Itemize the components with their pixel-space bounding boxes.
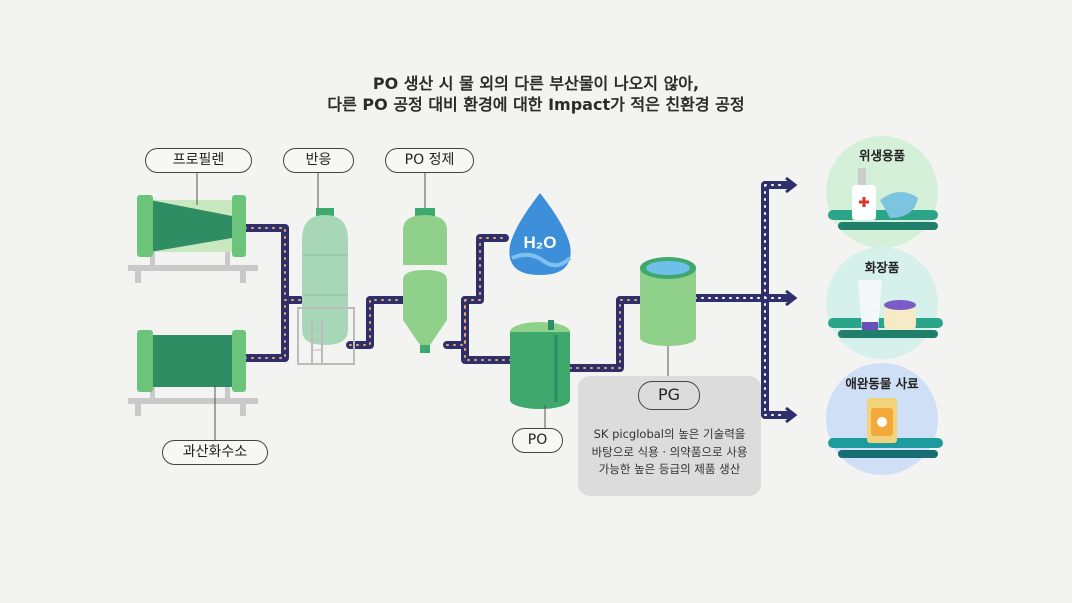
pg-description-line-2: 바탕으로 식용 · 의약품으로 사용 bbox=[591, 444, 748, 459]
product-label-cosmetics: 화장품 bbox=[864, 260, 900, 275]
title-line-2: 다른 PO 공정 대비 환경에 대한 Impact가 적은 친환경 공정 bbox=[327, 95, 745, 114]
title-line-1: PO 생산 시 물 외의 다른 부산물이 나오지 않아, bbox=[372, 74, 700, 93]
arrow-icons bbox=[785, 176, 798, 424]
pg-description-line-3: 가능한 높은 등급의 제품 생산 bbox=[598, 462, 741, 476]
label-hydrogen-peroxide: 과산화수소 bbox=[162, 440, 268, 465]
product-pet-food bbox=[826, 363, 943, 475]
product-label-hygiene: 위생용품 bbox=[858, 148, 905, 163]
reactor-column bbox=[297, 172, 355, 365]
pg-tank bbox=[640, 257, 696, 381]
po-purification-column bbox=[403, 172, 447, 353]
label-pg: PG bbox=[638, 381, 700, 410]
product-hygiene bbox=[826, 136, 938, 248]
hydrogen-peroxide-tank bbox=[128, 330, 258, 416]
label-po: PO bbox=[512, 428, 563, 453]
water-label: H₂O bbox=[523, 233, 556, 252]
label-propylene: 프로필렌 bbox=[145, 148, 252, 173]
label-po-purification: PO 정제 bbox=[385, 148, 474, 173]
pg-description-line-1: SK picglobal의 높은 기술력을 bbox=[593, 427, 746, 441]
label-reaction: 반응 bbox=[283, 148, 354, 173]
pipes bbox=[241, 181, 794, 419]
propylene-tank bbox=[128, 195, 258, 283]
po-tank bbox=[510, 320, 570, 428]
product-label-pet-food: 애완동물 사료 bbox=[845, 376, 919, 391]
pg-description: SK picglobal의 높은 기술력을 바탕으로 식용 · 의약품으로 사용… bbox=[578, 426, 761, 479]
water-drop-icon: H₂O bbox=[509, 193, 572, 275]
product-cosmetics bbox=[826, 247, 943, 359]
